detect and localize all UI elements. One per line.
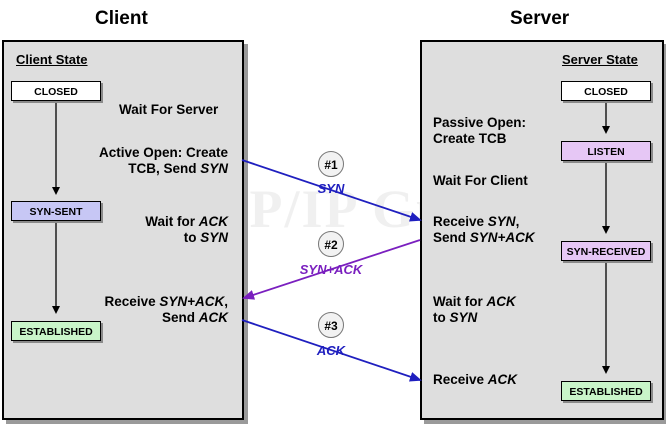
server-state-header: Server State (562, 52, 638, 67)
message-2-badge: #2 (318, 231, 344, 257)
message-arrow-synack (242, 239, 421, 300)
message-1-badge: #1 (318, 151, 344, 177)
message-arrow-syn (241, 159, 422, 222)
message-arrow-ack (241, 319, 422, 382)
client-wait-for-server: Wait For Server (119, 102, 219, 117)
client-state-syn-sent: SYN-SENT (11, 201, 101, 221)
server-wait-ack: Wait for ACK to SYN (433, 294, 516, 325)
message-3-badge: #3 (318, 312, 344, 338)
server-title: Server (510, 8, 570, 29)
client-active-open: Active Open: Create TCB, Send SYN (98, 145, 228, 176)
server-passive-open: Passive Open: Create TCB (433, 115, 527, 146)
server-state-listen: LISTEN (561, 141, 651, 161)
message-2-label: SYN+ACK (299, 262, 363, 277)
client-title: Client (95, 8, 148, 29)
client-state-header: Client State (16, 52, 88, 67)
server-wait-for-client: Wait For Client (433, 173, 528, 188)
server-receive-syn: Receive SYN, Send SYN+ACK (433, 214, 535, 245)
client-receive-synack: Receive SYN+ACK, Send ACK (104, 294, 228, 325)
server-state-closed: CLOSED (561, 81, 651, 101)
server-panel (420, 40, 664, 420)
client-state-established: ESTABLISHED (11, 321, 101, 341)
client-wait-ack: Wait for ACK to SYN (145, 214, 228, 245)
message-1-label: SYN (317, 181, 345, 196)
server-receive-ack: Receive ACK (433, 372, 518, 387)
server-state-established: ESTABLISHED (561, 381, 651, 401)
server-state-syn-received: SYN-RECEIVED (561, 241, 651, 261)
client-state-closed: CLOSED (11, 81, 101, 101)
message-3-label: ACK (316, 343, 346, 358)
client-panel (2, 40, 244, 420)
